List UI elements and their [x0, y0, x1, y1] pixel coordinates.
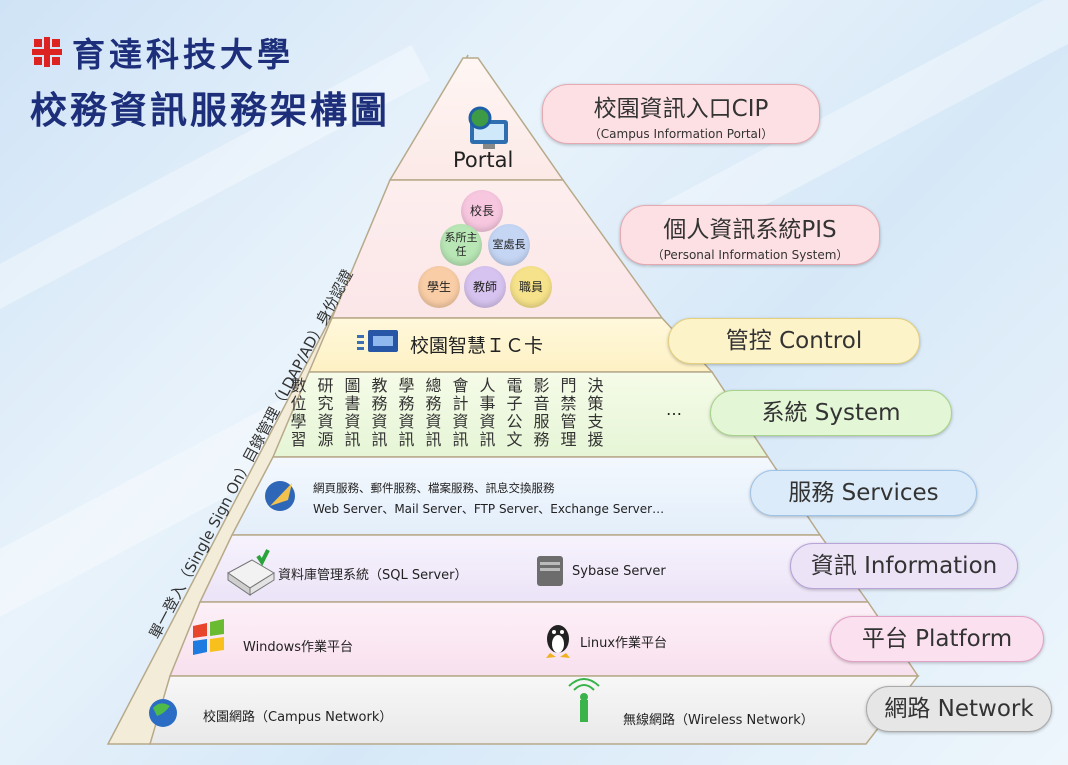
tag-cip: 校園資訊入口CIP （Campus Information Portal） — [542, 84, 820, 144]
campus-globe-icon — [149, 699, 177, 727]
diagram-title: 育達科技大學 校務資訊服務架構圖 — [30, 28, 390, 134]
services-line-2: Web Server、Mail Server、FTP Server、Exchan… — [313, 502, 665, 516]
tag-control-label: 管控 Control — [725, 328, 863, 354]
network-item-2: 無線網路（Wireless Network） — [623, 713, 814, 728]
role-staff: 職員 — [510, 266, 552, 308]
role-student: 學生 — [418, 266, 460, 308]
information-item-2: Sybase Server — [572, 564, 666, 579]
database-icon — [227, 549, 275, 596]
portal-label: Portal — [453, 148, 514, 172]
tag-network: 網路 Network — [866, 686, 1052, 732]
tag-pis-sub: （Personal Information System） — [651, 248, 849, 262]
tag-platform-label: 平台 Platform — [861, 626, 1013, 652]
tag-cip-sub: （Campus Information Portal） — [588, 127, 774, 141]
network-item-1: 校園網路（Campus Network） — [203, 710, 393, 725]
title-line-2: 校務資訊服務架構圖 — [30, 88, 390, 132]
tag-services-label: 服務 Services — [788, 480, 939, 506]
system-item: 電 子 公 文 — [506, 376, 523, 449]
system-item: 影 音 服 務 — [533, 376, 550, 449]
tag-services: 服務 Services — [750, 470, 977, 516]
system-item: 人 事 資 訊 — [479, 376, 496, 449]
windows-logo-icon — [193, 619, 224, 655]
tag-pis-main: 個人資訊系統PIS — [663, 217, 837, 243]
tag-system: 系統 System — [710, 390, 952, 436]
system-item: 會 計 資 訊 — [452, 376, 469, 449]
title-line-1: 育達科技大學 — [72, 35, 294, 74]
tag-control: 管控 Control — [668, 318, 920, 364]
role-dept-chair: 系所主任 — [440, 224, 482, 266]
services-line-1: 網頁服務、郵件服務、檔案服務、訊息交換服務 — [313, 481, 555, 495]
tag-network-label: 網路 Network — [884, 696, 1034, 722]
university-logo-icon — [32, 37, 62, 67]
linux-penguin-icon — [546, 625, 570, 658]
portal-monitor-icon — [468, 106, 508, 149]
services-quill-icon — [265, 481, 295, 511]
control-label: 校園智慧ＩＣ卡 — [410, 335, 544, 357]
tag-pis: 個人資訊系統PIS （Personal Information System） — [620, 205, 880, 265]
wireless-antenna-icon — [568, 678, 600, 722]
sybase-server-icon — [537, 556, 563, 586]
system-item: 決 策 支 援 — [587, 376, 604, 449]
platform-item-2: Linux作業平台 — [580, 636, 668, 651]
tag-cip-main: 校園資訊入口CIP — [593, 96, 769, 122]
tag-platform: 平台 Platform — [830, 616, 1044, 662]
system-item: 圖 書 資 訊 — [344, 376, 361, 449]
system-columns: 數 位 學 習 研 究 資 源 圖 書 資 訊 教 務 資 訊 學 務 資 訊 … — [287, 377, 607, 449]
role-office-director: 室處長 — [488, 224, 530, 266]
system-item: 門 禁 管 理 — [560, 376, 577, 449]
system-item: 教 務 資 訊 — [371, 376, 388, 449]
tag-information: 資訊 Information — [790, 543, 1018, 589]
system-item: 數 位 學 習 — [290, 376, 307, 449]
layer-services-band — [230, 456, 822, 536]
information-item-1: 資料庫管理系統（SQL Server） — [278, 568, 468, 583]
ic-card-icon — [357, 330, 398, 352]
system-item: 總 務 資 訊 — [425, 376, 442, 449]
platform-item-1: Windows作業平台 — [243, 640, 354, 655]
tag-system-label: 系統 System — [761, 400, 901, 426]
role-teacher: 教師 — [464, 266, 506, 308]
system-item: 研 究 資 源 — [317, 376, 334, 449]
system-item: 學 務 資 訊 — [398, 376, 415, 449]
system-ellipsis: … — [666, 400, 682, 419]
tag-information-label: 資訊 Information — [810, 553, 998, 579]
